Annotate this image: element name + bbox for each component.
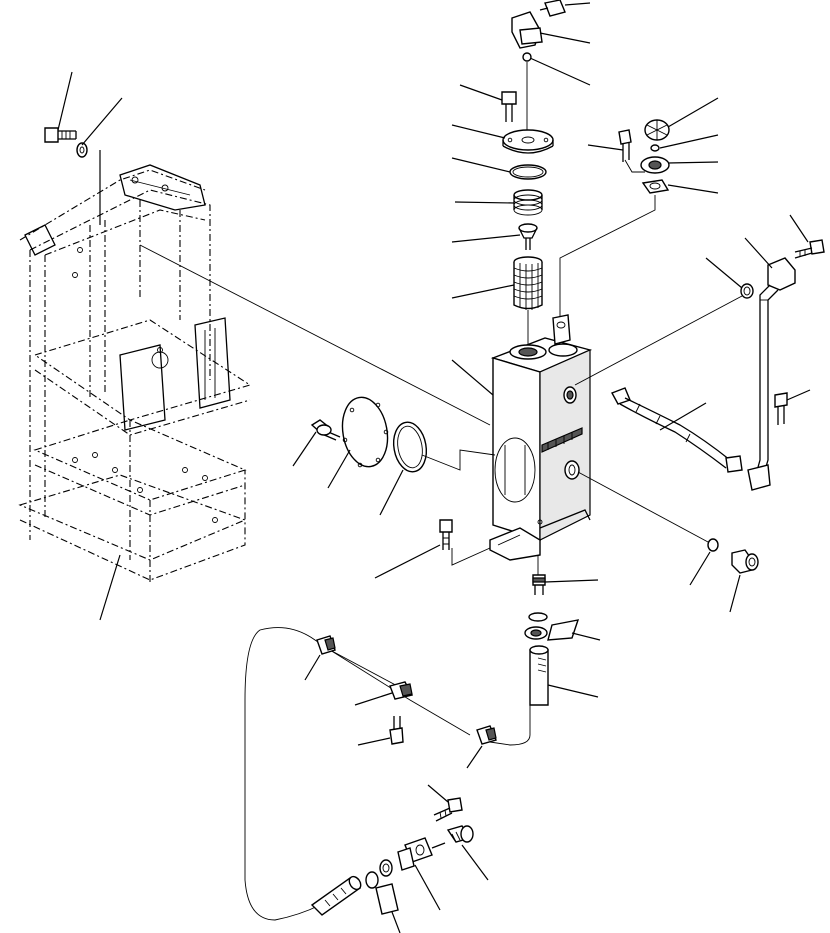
o-ring-plug <box>707 538 719 552</box>
bolt-pipe-mid <box>774 392 788 425</box>
bolt-breather <box>618 129 632 162</box>
clamp-1 <box>316 635 336 655</box>
bolt-clamp <box>389 716 404 745</box>
washer-frame-top <box>76 142 88 158</box>
bolt-cover <box>501 91 517 122</box>
cover-plate <box>502 129 554 154</box>
pipe <box>747 257 796 491</box>
o-ring-pipe <box>740 283 754 299</box>
washer-sensor <box>365 859 393 889</box>
protective-sleeve-small <box>375 883 399 915</box>
o-ring-side <box>392 421 428 473</box>
bolt-pipe-top <box>794 239 825 259</box>
hydraulic-tank <box>489 314 593 561</box>
clamp-2 <box>389 681 414 700</box>
bolt-tank-base <box>439 519 453 550</box>
drain-hose <box>529 645 549 706</box>
breather-cap <box>640 119 670 194</box>
hose <box>611 387 743 473</box>
plug-sensor <box>446 825 474 843</box>
bolt-side-cover <box>310 419 341 441</box>
o-ring-cover <box>509 164 547 180</box>
clamp-3 <box>476 725 497 745</box>
bolt-sensor <box>433 797 463 822</box>
protective-sleeve <box>310 875 362 916</box>
plug <box>731 549 759 574</box>
elbow-fitting-top <box>511 0 566 49</box>
washer-drain <box>524 612 580 641</box>
valve <box>518 223 538 250</box>
filter-element <box>513 256 543 310</box>
bolt-frame-top <box>44 127 77 143</box>
spring <box>513 189 543 216</box>
drain-fitting <box>532 574 546 595</box>
gasket-side <box>341 396 389 468</box>
frame-assembly <box>18 164 252 585</box>
sensor-connector <box>397 837 446 871</box>
